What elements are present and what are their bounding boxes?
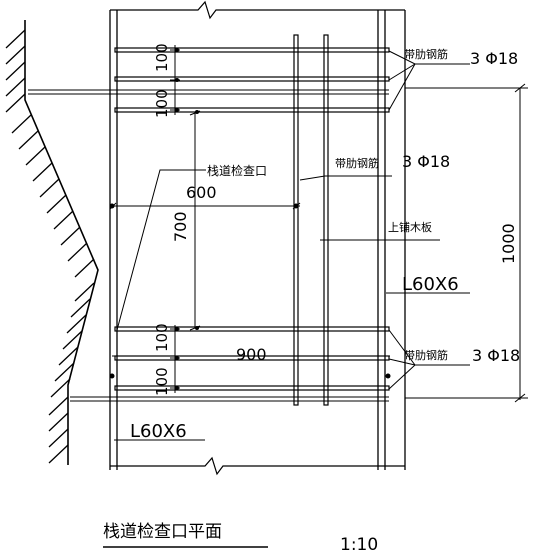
rib-bar-mid-spec: 3 Φ18 bbox=[402, 152, 450, 171]
angle-left-label: L60X6 bbox=[130, 421, 187, 442]
dim-700: 700 bbox=[171, 211, 190, 242]
dim-600: 600 bbox=[186, 183, 217, 202]
angle-right-label: L60X6 bbox=[402, 274, 459, 295]
dim-100-bot-a: 100 bbox=[153, 323, 171, 352]
opening-label: 栈道检查口 bbox=[207, 163, 267, 178]
rib-bar-top-label: 带肋钢筋 bbox=[404, 47, 448, 61]
rib-bar-bot-label: 带肋钢筋 bbox=[404, 348, 448, 362]
rock-face bbox=[5, 20, 99, 465]
top-rib-bars bbox=[28, 47, 390, 113]
timber-board-label: 上铺木板 bbox=[388, 220, 432, 234]
weld-dots bbox=[109, 48, 391, 390]
dim-900: 900 bbox=[236, 345, 267, 364]
dim-100-top-a: 100 bbox=[153, 43, 171, 72]
bottom-rib-bars bbox=[70, 326, 390, 402]
leader-lines bbox=[114, 50, 470, 441]
dim-100-bot-b: 100 bbox=[153, 367, 171, 396]
rib-bar-bot-spec: 3 Φ18 bbox=[472, 346, 520, 365]
rib-bar-top-spec: 3 Φ18 bbox=[470, 49, 518, 68]
vertical-bars bbox=[293, 34, 329, 406]
dim-100-top-b: 100 bbox=[153, 89, 171, 118]
dim-1000: 1000 bbox=[499, 223, 518, 264]
drawing-scale: 1:10 bbox=[340, 535, 378, 555]
drawing-title: 栈道检查口平面 bbox=[103, 522, 222, 542]
rib-bar-mid-label: 带肋钢筋 bbox=[335, 156, 379, 170]
break-lines bbox=[110, 0, 405, 476]
